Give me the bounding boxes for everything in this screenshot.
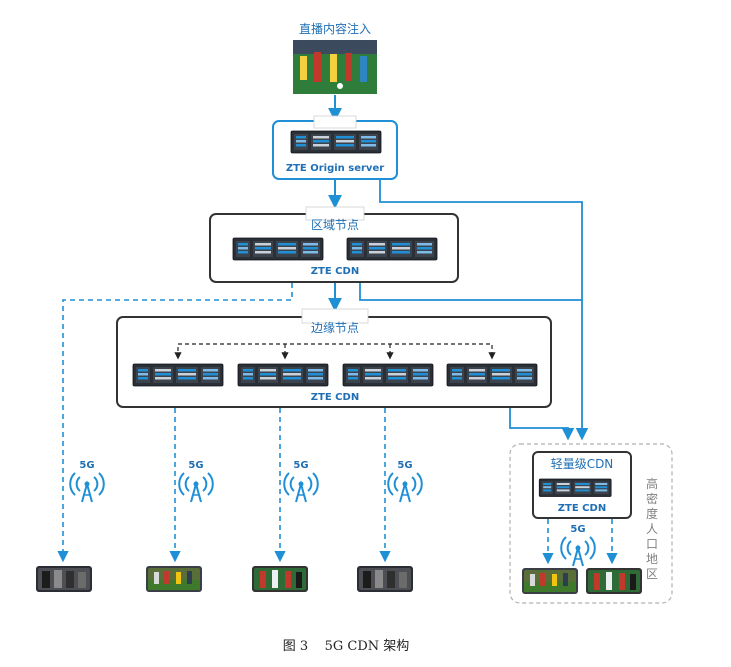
arrow-origin-lightweight <box>379 180 589 441</box>
5g-antenna-icon: 5G <box>178 460 214 503</box>
5g-antenna-icon: 5G <box>387 460 423 503</box>
edge-node-title: 边缘节点 <box>311 321 359 335</box>
arrow-edge-lightweight <box>509 408 575 441</box>
video-thumbnail-icon <box>36 566 92 592</box>
edge-cdn-label: ZTE CDN <box>311 392 359 403</box>
svg-text:5G: 5G <box>188 460 203 471</box>
svg-text:5G: 5G <box>397 460 412 471</box>
arrow-regional-lightweight <box>359 283 582 301</box>
regional-node-title: 区域节点 <box>311 218 359 232</box>
server-rack-icon <box>538 478 612 498</box>
origin-server-label: ZTE Origin server <box>286 163 384 174</box>
regional-cdn-label: ZTE CDN <box>311 266 359 277</box>
video-thumbnail-icon <box>146 566 202 592</box>
server-rack-icon <box>346 237 438 261</box>
server-rack-icon <box>237 363 329 387</box>
origin-server-box: ZTE Origin server <box>272 115 398 180</box>
server-rack-icon <box>132 363 224 387</box>
edge-node-box: 边缘节点 ZTE CDN <box>116 308 552 408</box>
server-rack-icon <box>342 363 434 387</box>
lightweight-cdn-title: 轻量级CDN <box>551 457 614 471</box>
dense-area-region: 轻量级CDN ZTE CDN 高密度人口地区 5G <box>509 443 673 604</box>
5g-antenna-icon: 5G <box>69 460 105 503</box>
svg-text:5G: 5G <box>293 460 308 471</box>
5g-antenna-icon: 5G <box>560 524 596 567</box>
video-thumbnail-icon <box>252 566 308 592</box>
5g-antenna-icon: 5G <box>283 460 319 503</box>
dense-area-label: 高密度人口地区 <box>646 476 658 581</box>
server-rack-icon <box>232 237 324 261</box>
server-rack-icon <box>446 363 538 387</box>
svg-text:5G: 5G <box>79 460 94 471</box>
live-video-image <box>293 40 377 94</box>
video-thumbnail-icon <box>522 568 578 594</box>
svg-text:5G: 5G <box>570 524 585 535</box>
figure-caption: 图 3 5G CDN 架构 <box>283 639 410 654</box>
source-label: 直播内容注入 <box>299 21 371 36</box>
video-thumbnail-icon <box>357 566 413 592</box>
regional-node-box: 区域节点 ZTE CDN <box>209 206 459 283</box>
video-thumbnail-icon <box>586 568 642 594</box>
server-rack-icon <box>290 130 382 154</box>
lightweight-cdn-label: ZTE CDN <box>558 503 606 514</box>
